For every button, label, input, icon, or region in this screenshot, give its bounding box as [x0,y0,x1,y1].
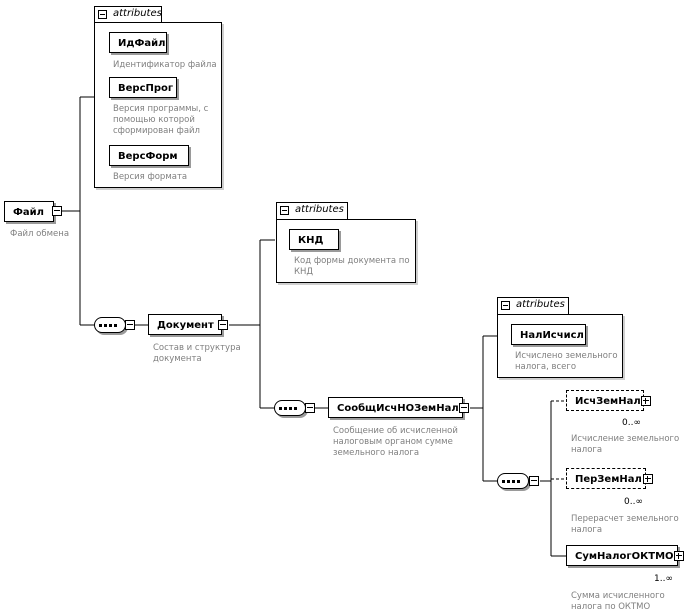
child-ischzemnal-box[interactable]: ИсчЗемНал [566,390,644,411]
message-desc-line2: налоговым органом сумме [333,437,453,447]
collapse-icon[interactable] [98,10,107,19]
child-name: ИсчЗемНал [575,396,641,407]
attributes-label: attributes [113,8,162,19]
child-ischzemnal-desc-line2: налога [571,445,603,455]
child-perzemnal-desc-line1: Перерасчет земельного [571,514,679,524]
document-desc-line2: документа [153,354,202,364]
child-sumnalogoktmo-desc-line2: налога по ОКТМО [571,602,651,612]
document-name: Документ [157,320,214,331]
attr-name: ВерсФорм [118,151,178,162]
root-element-name: Файл [13,207,44,218]
attributes-label: attributes [295,204,344,215]
attr-versprog-desc-line1: Версия программы, с [113,104,209,114]
message-attributes-tab[interactable]: attributes [497,297,569,315]
document-desc-line1: Состав и структура [153,343,241,353]
attr-knd-desc-line2: КНД [294,267,314,277]
child-sumnalogoktmo-box[interactable]: СумНалогОКТМО [566,545,678,566]
attr-knd-desc-line1: Код формы документа по [294,256,410,266]
child-ischzemnal-multiplicity: 0..∞ [622,418,641,428]
attributes-label: attributes [516,299,565,310]
sequence-3-collapse-icon[interactable] [529,476,539,486]
message-element-box[interactable]: СообщИсчНОЗемНал [328,397,463,418]
child-sumnalogoktmo-multiplicity: 1..∞ [654,574,673,584]
sequence-icon [99,324,121,327]
attr-nalischisl-box[interactable]: НалИсчисл [511,324,586,345]
attr-name: НалИсчисл [520,330,584,341]
attr-versform-box[interactable]: ВерсФорм [109,145,189,166]
attr-name: ИдФайл [118,38,166,49]
sequence-2-collapse-icon[interactable] [305,403,315,413]
collapse-icon[interactable] [280,206,289,215]
sequence-compositor-3[interactable] [497,473,529,489]
sequence-1-collapse-icon[interactable] [125,320,135,330]
attr-versprog-desc-line3: сформирован файл [113,126,200,136]
attr-idfile-desc: Идентификатор файла [113,60,217,70]
attr-versprog-box[interactable]: ВерсПрог [109,77,177,98]
document-element-box[interactable]: Документ [148,314,222,335]
root-element-box[interactable]: Файл [4,201,54,222]
message-collapse-icon[interactable] [459,403,469,413]
child-perzemnal-multiplicity: 0..∞ [624,497,643,507]
attr-idfile-box[interactable]: ИдФайл [109,32,167,53]
message-desc-line1: Сообщение об исчисленной [333,426,458,436]
root-collapse-icon[interactable] [52,206,62,216]
attr-nalischisl-desc-line2: налога, всего [515,362,577,372]
child-perzemnal-desc-line2: налога [571,525,603,535]
message-name: СообщИсчНОЗемНал [337,403,459,414]
message-desc-line3: земельного налога [333,448,420,458]
attr-versform-desc: Версия формата [113,172,188,182]
root-element-desc: Файл обмена [10,229,70,239]
attr-name: ВерсПрог [118,83,174,94]
sequence-icon [502,480,524,483]
attr-versprog-desc-line2: помощью которой [113,115,195,125]
child-name: СумНалогОКТМО [575,551,674,562]
sequence-compositor-1[interactable] [94,317,126,333]
child-perzemnal-expand-icon[interactable] [643,474,653,484]
root-attributes-tab[interactable]: attributes [94,6,162,23]
child-perzemnal-box[interactable]: ПерЗемНал [566,468,646,489]
sequence-compositor-2[interactable] [274,400,306,416]
collapse-icon[interactable] [501,301,510,310]
child-name: ПерЗемНал [575,474,642,485]
child-sumnalogoktmo-expand-icon[interactable] [674,551,684,561]
sequence-icon [279,407,301,410]
attr-nalischisl-desc-line1: Исчислено земельного [515,351,618,361]
document-collapse-icon[interactable] [218,320,228,330]
document-attributes-tab[interactable]: attributes [276,202,348,220]
child-ischzemnal-expand-icon[interactable] [641,396,651,406]
attr-name: КНД [298,235,324,246]
child-ischzemnal-desc-line1: Исчисление земельного [571,434,680,444]
child-sumnalogoktmo-desc-line1: Сумма исчисленного [571,591,665,601]
attr-knd-box[interactable]: КНД [289,229,339,250]
